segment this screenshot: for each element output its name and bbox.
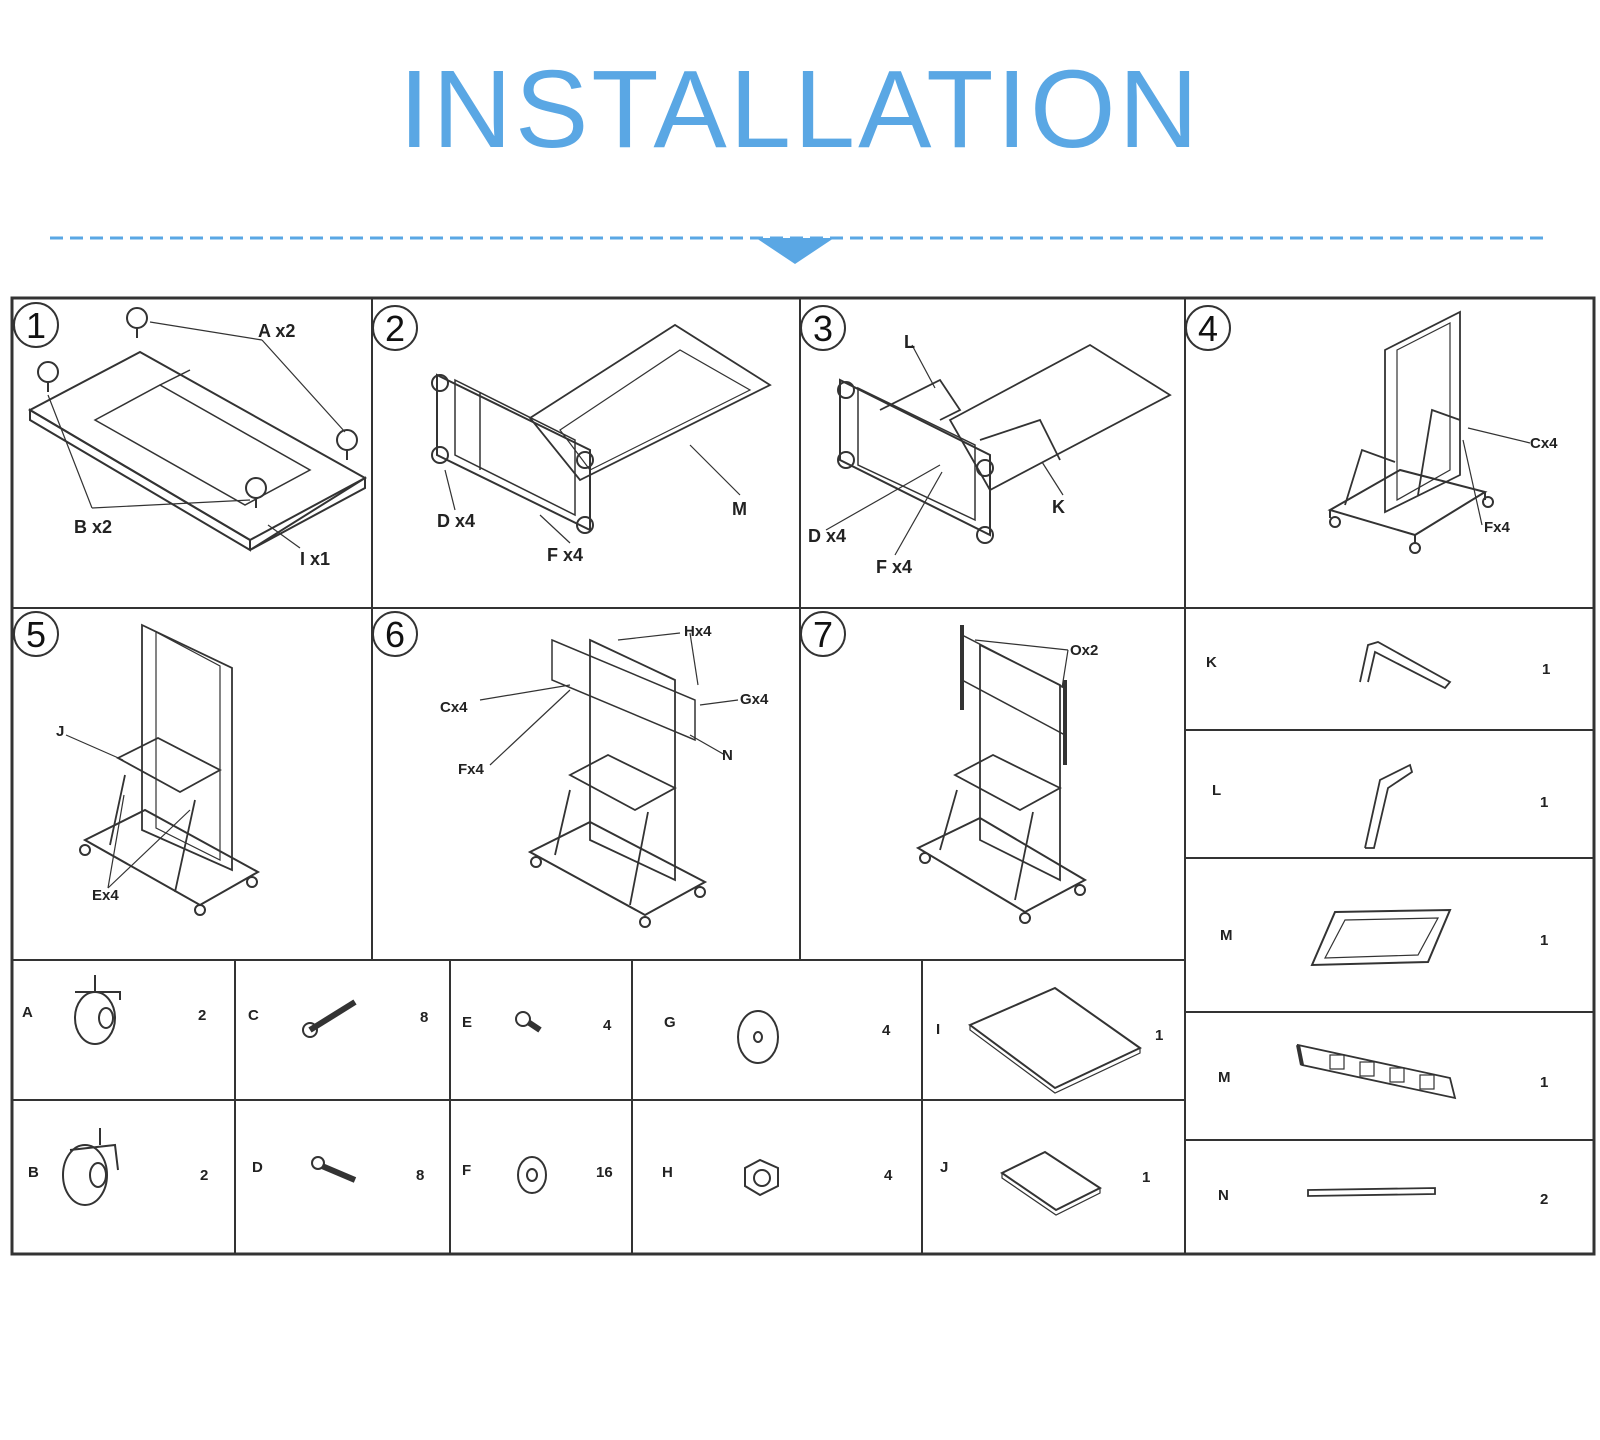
divider-arrow-icon [756,238,834,264]
part-letter: K [1206,654,1217,671]
part-letter: L [1212,782,1222,799]
callout-label: D x4 [808,526,847,546]
part-letter: M [1220,927,1233,944]
callout-label: B x2 [74,517,113,537]
bent-bar-icon-k [1359,641,1452,690]
title-divider [50,236,1550,264]
part-qty: 4 [884,1167,893,1184]
callout-label: Cx4 [440,699,468,716]
part-letter: D [252,1159,263,1176]
part-qty: 1 [1142,1169,1151,1186]
callout-label: Hx4 [684,623,712,640]
step-number-1: 1 [26,305,47,346]
caster-wheel-icon-a [74,975,121,1045]
callout-label: F x4 [547,545,584,565]
step6-bracket-illustration [479,632,739,928]
part-qty: 2 [198,1007,207,1024]
callout-label: A x2 [258,321,296,341]
page-title: INSTALLATION [398,48,1202,171]
callout-label: N [722,747,733,764]
callout-label: M [732,499,747,519]
short-screw-icon-e [515,1011,542,1033]
part-qty: 1 [1155,1027,1164,1044]
step2-frame-illustration [431,323,772,544]
part-letter: J [940,1159,949,1176]
bolt-icon-d [311,1156,357,1183]
part-qty: 2 [200,1167,209,1184]
part-qty: 1 [1540,1074,1549,1091]
step1-base-illustration [27,307,368,552]
part-letter: E [462,1014,473,1031]
callout-label: Gx4 [740,691,769,708]
step3-frame-illustration [825,343,1172,556]
callout-label: I x1 [300,549,331,569]
part-letter: A [22,1004,33,1021]
part-qty: 1 [1540,794,1549,811]
part-letter: I [936,1021,941,1038]
step5-shelf-illustration [65,623,261,916]
angled-bar-icon-l [1364,763,1414,849]
part-letter: C [248,1007,259,1024]
part-letter: M [1218,1069,1231,1086]
part-qty: 1 [1542,661,1551,678]
part-letter: G [664,1014,676,1031]
step-number-4: 4 [1198,308,1219,349]
callout-label: J [56,723,65,740]
part-qty: 4 [603,1017,612,1034]
part-letter: H [662,1164,673,1181]
callout-label: D x4 [437,511,476,531]
part-qty: 4 [882,1022,891,1039]
flat-washer-icon-f [517,1156,547,1194]
part-letter: F [462,1162,472,1179]
step-number-6: 6 [385,614,406,655]
step-number-5: 5 [26,614,47,655]
hex-nut-icon-h [744,1158,779,1197]
step4-stand-illustration [1327,310,1531,554]
part-qty: 2 [1540,1191,1549,1208]
frame-icon-m [1310,908,1452,967]
part-letter: N [1218,1187,1229,1204]
part-letter: B [28,1164,39,1181]
base-plate-icon-i [968,986,1142,1094]
callout-label: Ex4 [92,887,119,904]
rail-icon-n [1307,1187,1436,1197]
long-bolt-icon-c [302,999,357,1038]
step-number-2: 2 [385,308,406,349]
part-qty: 8 [420,1009,429,1026]
step-number-3: 3 [813,308,834,349]
caster-wheel-icon-b [62,1128,119,1206]
callout-label: Fx4 [1484,519,1510,536]
part-qty: 16 [596,1164,613,1181]
step-number-7: 7 [813,614,834,655]
callout-label: Fx4 [458,761,484,778]
mount-bracket-icon-m [1296,1043,1457,1100]
callout-label: L [904,332,915,352]
callout-label: Cx4 [1530,435,1558,452]
callout-label: F x4 [876,557,913,577]
callout-label: K [1052,497,1065,517]
part-qty: 1 [1540,932,1549,949]
washer-icon-g [737,1010,779,1064]
shelf-plate-icon-j [1000,1150,1103,1216]
callout-label: Ox2 [1070,642,1099,659]
part-qty: 8 [416,1167,425,1184]
step7-complete-illustration [915,625,1088,924]
